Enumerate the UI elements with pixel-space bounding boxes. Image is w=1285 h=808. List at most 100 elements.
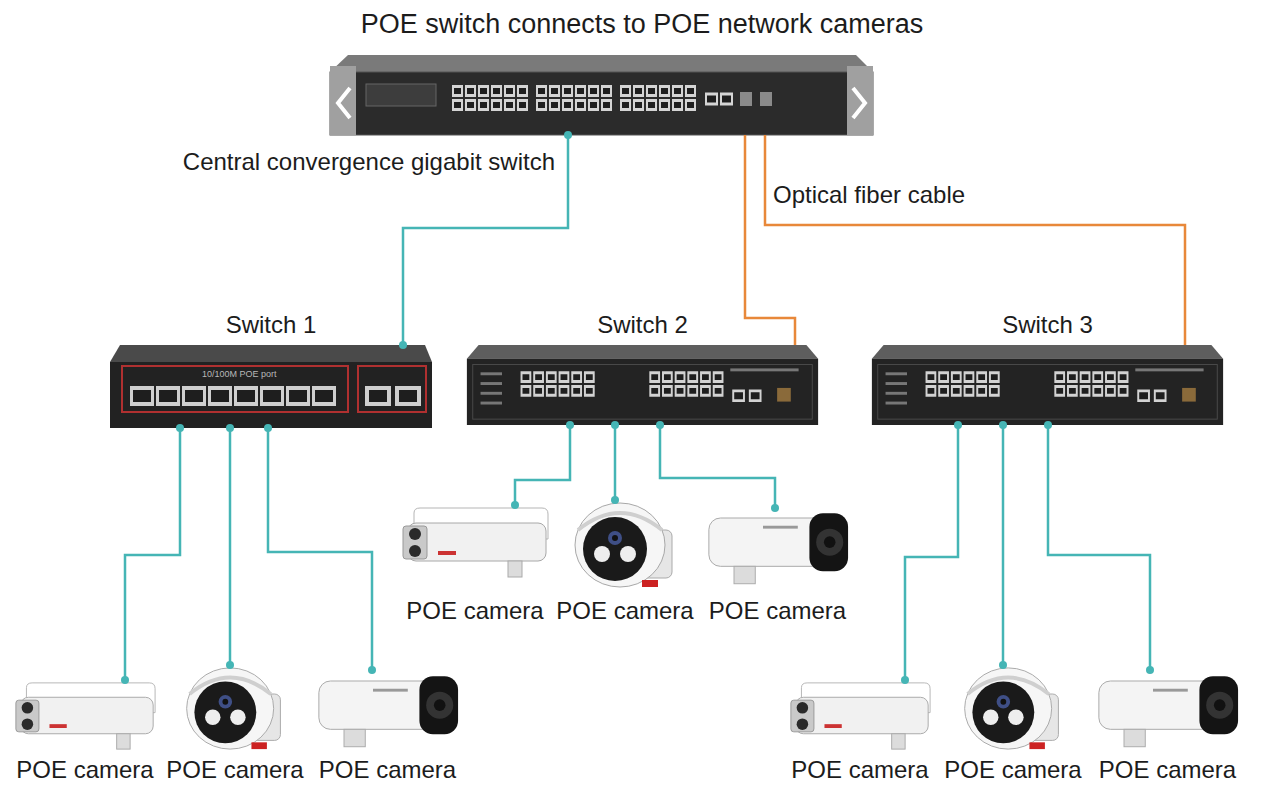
switch-3-illustration-part (872, 345, 1223, 425)
cable-line (515, 425, 570, 505)
poe-camera: POE camera (180, 665, 290, 752)
central-switch-illustration-part (847, 66, 873, 135)
central-switch-illustration-part (338, 88, 350, 118)
cable-dot (901, 676, 909, 684)
cable-line (229, 428, 232, 665)
poe-camera: POE camera (705, 508, 850, 586)
cable-line (614, 425, 617, 500)
poe-camera: POE camera (785, 680, 935, 752)
cable-label: Optical fiber cable (773, 180, 965, 209)
camera-label: POE camera (791, 756, 928, 784)
camera-label: POE camera (709, 597, 846, 625)
cable-dot (399, 341, 407, 349)
poe-camera: POE camera (400, 505, 550, 580)
cable-line (660, 425, 775, 508)
poe-switch: Switch 1 (110, 345, 432, 428)
switch-1-illustration-part (365, 390, 421, 402)
camera-label: POE camera (406, 597, 543, 625)
central-switch-illustration-part (366, 84, 436, 106)
central-switch-illustration-part (452, 88, 530, 94)
switch-label: Central convergence gigabit switch (183, 148, 555, 176)
cable-dot (771, 504, 779, 512)
switch-1-illustration-part (130, 390, 338, 402)
cable-dot (566, 421, 574, 429)
camera-label: POE camera (556, 597, 693, 625)
switch-3-illustration (872, 345, 1223, 425)
cable-line (745, 135, 795, 345)
cable-connector (121, 424, 184, 684)
poe-camera: POE camera (10, 680, 160, 752)
cable-line (125, 428, 180, 680)
cable-connector (765, 135, 1185, 345)
poe-switch: Switch 2 (465, 345, 820, 425)
cable-dot (121, 676, 129, 684)
cable-line (765, 135, 1185, 345)
device-print: 10/100M POE port (202, 369, 277, 380)
central-switch-illustration-part (330, 55, 873, 72)
poe-camera: POE camera (570, 500, 680, 590)
central-switch-illustration-part (853, 88, 865, 118)
cable-dot (1044, 421, 1052, 429)
central-switch-illustration-part (705, 93, 733, 106)
central-switch-illustration-part (330, 72, 873, 135)
central-switch-illustration-part (760, 92, 772, 106)
switch-label: Switch 1 (226, 311, 317, 339)
central-switch-illustration-part (705, 96, 733, 103)
central-switch-illustration-part (620, 88, 698, 94)
central-switch-illustration-part (536, 102, 614, 108)
camera-illustrations-part (16, 683, 155, 749)
cable-connector (611, 421, 619, 504)
central-switch-illustration-part (536, 88, 614, 94)
central-switch-illustration-part (536, 99, 614, 111)
central-switch-illustration-part (620, 99, 698, 111)
cable-dot (1146, 666, 1154, 674)
camera-illustrations (16, 503, 1238, 749)
cable-line (1002, 425, 1005, 665)
camera-label: POE camera (166, 756, 303, 784)
poe-camera: POE camera (1095, 670, 1240, 750)
central-switch-illustration-part (620, 102, 698, 108)
central-switch-illustration (330, 55, 873, 135)
cable-dot (611, 496, 619, 504)
camera-illustrations-part (187, 668, 281, 749)
switch-1-illustration-part (358, 366, 426, 412)
cable-dot (176, 424, 184, 432)
central-switch-illustration-part (452, 102, 530, 108)
cable-line (268, 428, 372, 670)
cable-connector (226, 424, 234, 669)
cable-dot (264, 424, 272, 432)
switch-1-illustration-part (365, 386, 421, 406)
central-switch-illustration-part (740, 92, 752, 106)
camera-illustrations-part (709, 513, 848, 584)
camera-label: POE camera (944, 756, 1081, 784)
switch-2-illustration-part (467, 345, 818, 425)
switch-label: Switch 3 (1002, 311, 1093, 339)
cable-connector (1044, 421, 1154, 674)
cable-line (1048, 425, 1150, 670)
camera-illustrations-part (403, 508, 548, 577)
cable-dot (954, 421, 962, 429)
camera-illustrations-part (575, 503, 672, 587)
cable-dot (656, 421, 664, 429)
diagram-title: POE switch connects to POE network camer… (361, 8, 924, 40)
cable-connector (999, 421, 1007, 669)
switch-1-illustration (110, 345, 432, 428)
cable-dot (999, 421, 1007, 429)
cable-dot (611, 421, 619, 429)
camera-label: POE camera (16, 756, 153, 784)
poe-switch: Switch 3 (857, 345, 1238, 425)
central-switch-illustration-part (452, 99, 530, 111)
cable-dot (511, 501, 519, 509)
central-switch: Central convergence gigabit switch (330, 55, 873, 135)
camera-illustrations-part (791, 683, 930, 749)
cable-connector (745, 135, 795, 345)
poe-camera: POE camera (315, 670, 460, 750)
cable-dot (226, 424, 234, 432)
cable-connector (901, 421, 962, 684)
camera-illustrations-part (965, 668, 1059, 749)
camera-illustrations-part (1099, 676, 1238, 747)
camera-illustrations-part (319, 676, 458, 747)
central-switch-illustration-part (536, 85, 614, 97)
